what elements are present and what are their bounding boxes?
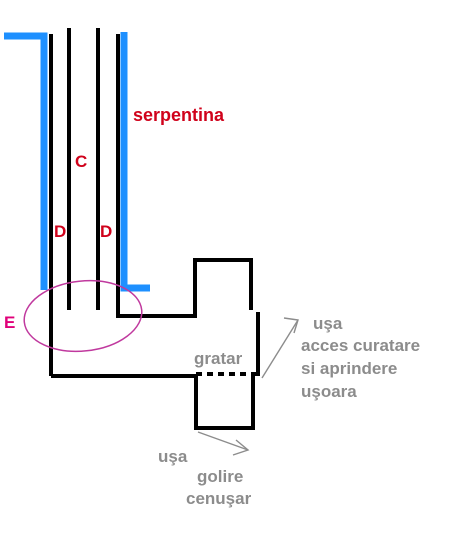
serpentine-right-pipe	[120, 32, 150, 292]
arrow-usa-right-head	[283, 317, 299, 334]
firebox	[51, 312, 260, 430]
label-usa-right: uşa	[313, 314, 343, 333]
zone-e-ellipse	[23, 279, 143, 353]
annotation-arrows	[197, 317, 299, 456]
ash-box	[194, 376, 255, 430]
label-c: C	[75, 152, 87, 171]
label-gratar: gratar	[194, 349, 243, 368]
label-d-right: D	[100, 222, 112, 241]
label-si-aprindere: si aprindere	[301, 359, 397, 378]
arrow-usa-bottom-line	[197, 431, 249, 451]
label-e: E	[4, 313, 15, 332]
serpentine-left-pipe	[4, 32, 48, 290]
chimney-walls	[49, 28, 253, 376]
arrow-usa-right-line	[261, 319, 299, 379]
label-usoara: uşoara	[301, 382, 357, 401]
outer-wall-right	[116, 34, 253, 318]
arrow-usa-bottom-head	[232, 439, 250, 456]
label-cenusar: cenuşar	[186, 489, 252, 508]
label-d-left: D	[54, 222, 66, 241]
label-golire: golire	[197, 467, 243, 486]
label-serpentina: serpentina	[133, 105, 225, 125]
label-acces-curatare: acces curatare	[301, 336, 420, 355]
label-usa-bottom: uşa	[158, 447, 188, 466]
